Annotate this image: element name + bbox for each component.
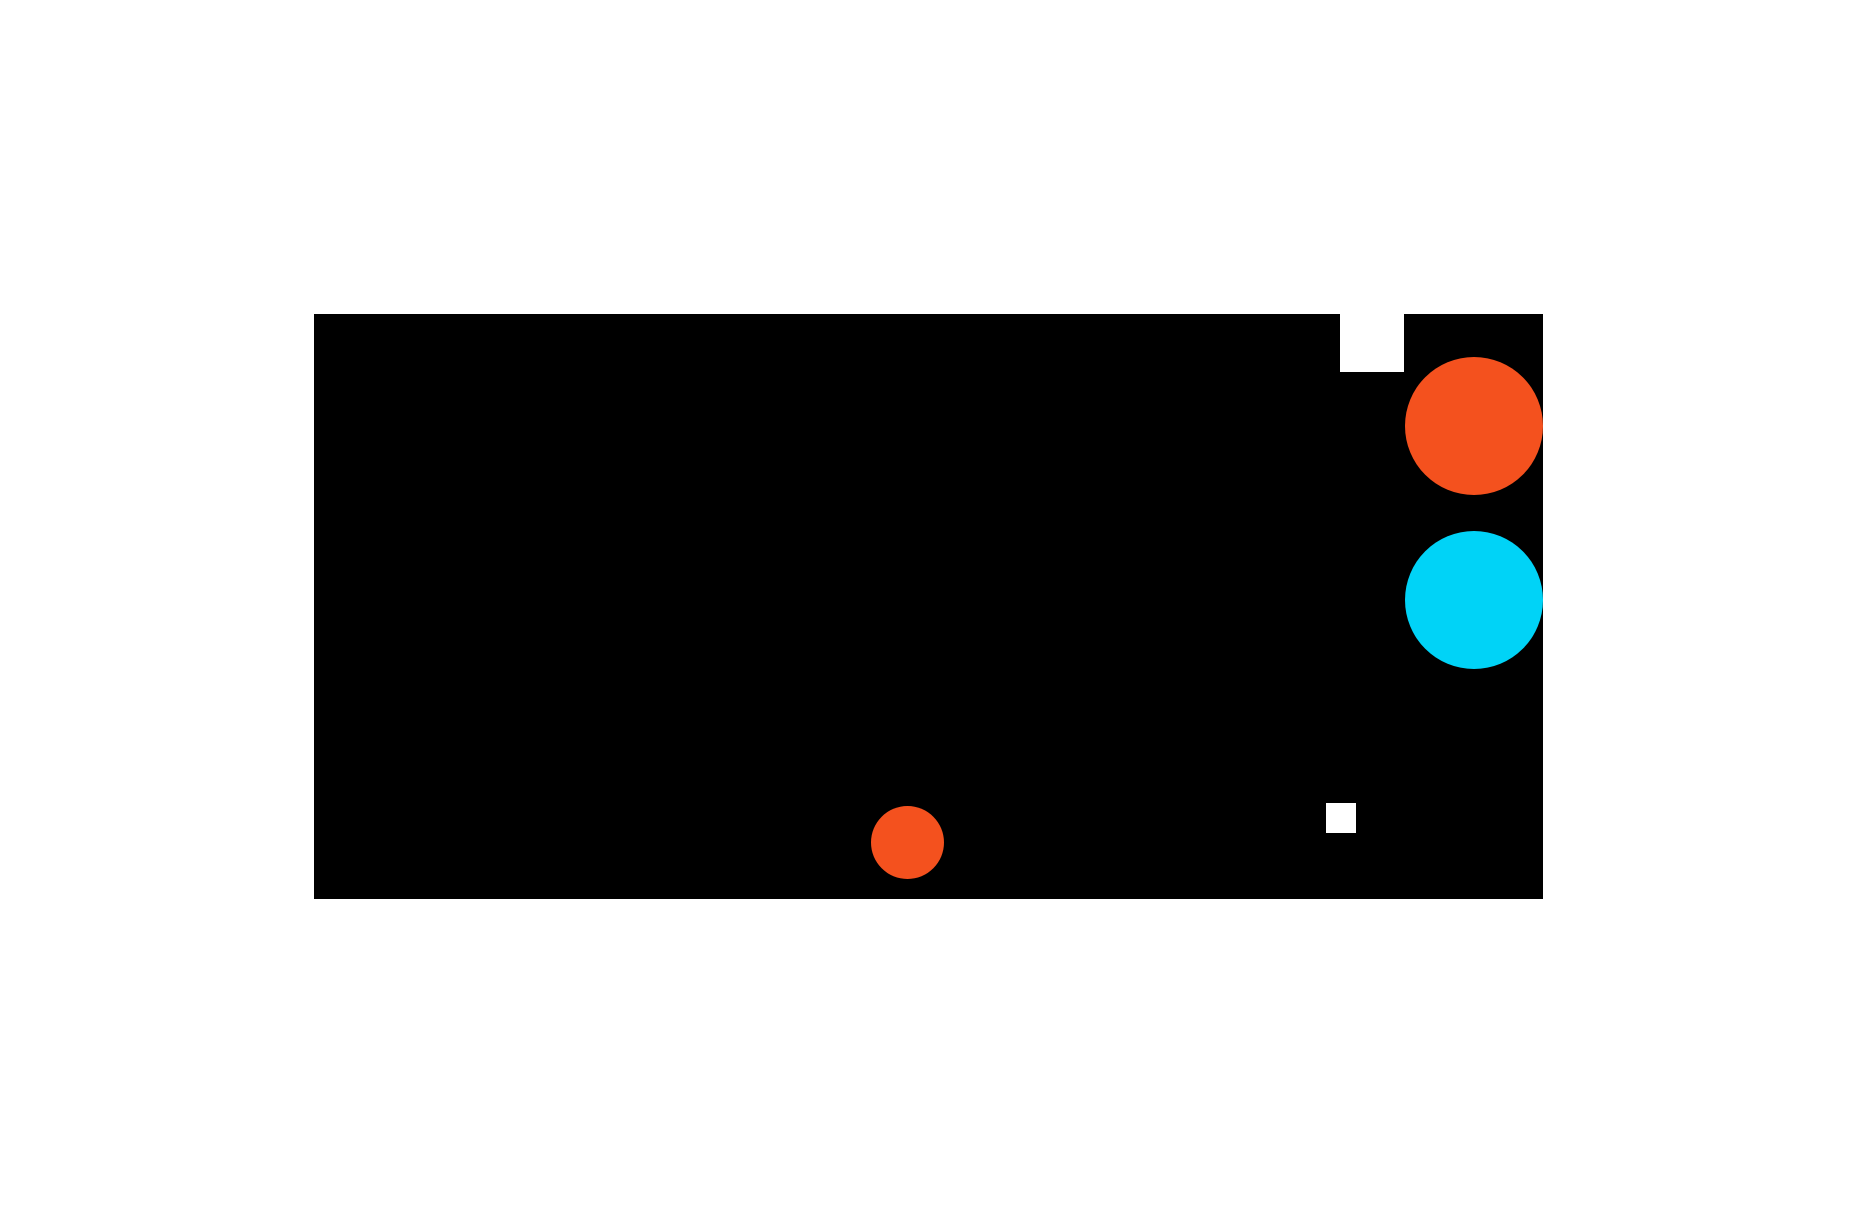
small-white-square bbox=[1326, 803, 1356, 833]
black-rectangle bbox=[314, 314, 1543, 899]
large-orange-circle bbox=[1405, 357, 1543, 495]
small-orange-circle bbox=[871, 806, 944, 879]
large-cyan-circle bbox=[1405, 531, 1543, 669]
top-edge-notch-square bbox=[1340, 314, 1404, 372]
